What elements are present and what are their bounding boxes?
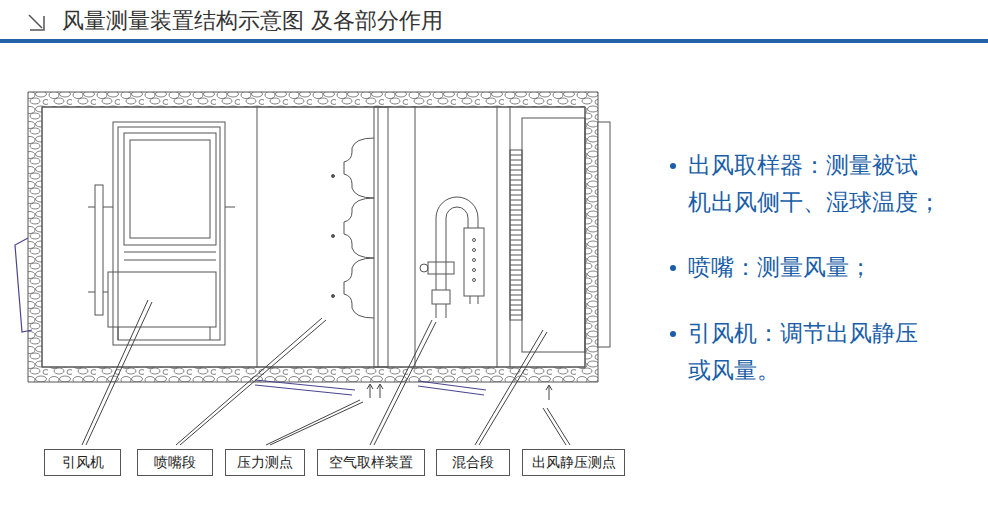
bullet-text: 出风取样器：测量被试 机出风侧干、湿球温度； [688,147,944,221]
pressure-pipes [15,238,486,395]
part-name: 引风机 [62,454,104,470]
label-box: 混合段 [436,449,510,476]
header-icon [29,15,44,30]
label-box: 压力测点 [225,449,305,476]
label-box: 空气取样装置 [317,449,425,476]
section-walls [257,107,585,367]
mixing-grille [510,150,522,320]
fan-drawing [88,122,235,345]
header-rule [0,39,988,43]
label-box: 出风静压测点 [522,449,625,476]
bullet-text: 引风机：调节出风静压 或风量。 [688,315,944,389]
bullet-text: 喷嘴：测量风量； [688,249,944,286]
page-title: 风量测量装置结构示意图 及各部分作用 [62,7,443,35]
insulated-housing [28,92,598,382]
pressure-arrows [367,384,552,400]
part-name: 混合段 [452,454,494,470]
sampler-drawing [420,197,484,318]
part-name: 空气取样装置 [329,454,413,470]
part-name: 压力测点 [237,454,293,470]
bullet-dots [670,163,676,337]
leader-lines [82,300,570,445]
bullet-dot [670,163,676,169]
bullet-dot [670,265,676,271]
part-name: 喷嘴段 [154,454,196,470]
label-box: 喷嘴段 [137,449,213,476]
nozzle-drawing [332,138,375,318]
part-name: 出风静压测点 [532,454,616,470]
label-box: 引风机 [44,449,121,476]
outlet-flange [598,122,610,347]
bullet-dot [670,331,676,337]
inner-wall [42,107,585,367]
